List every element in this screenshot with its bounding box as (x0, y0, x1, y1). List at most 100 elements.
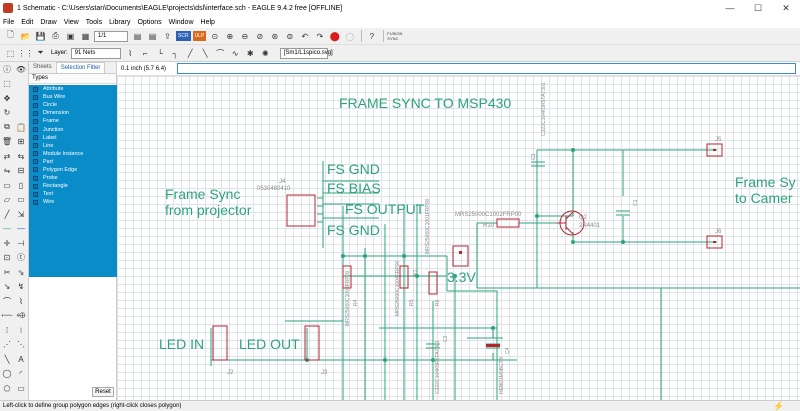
net-class-icon[interactable]: ✱ (246, 48, 254, 58)
bend-2-icon[interactable]: ┐ (172, 48, 179, 58)
net-icon[interactable]: — (3, 224, 11, 234)
redo-icon[interactable]: ↷ (316, 31, 324, 41)
tab-selection-filter[interactable]: Selection Filter (55, 62, 106, 73)
minimize-button[interactable]: — (725, 3, 735, 13)
close-button[interactable]: ✕ (782, 2, 790, 13)
zoom-last-icon[interactable]: ⊜ (286, 31, 294, 41)
help-icon[interactable]: ? (369, 31, 375, 41)
open-folder-icon[interactable]: 📂 (20, 31, 31, 41)
resistor-r10[interactable] (496, 218, 520, 228)
miter-tool-icon[interactable]: ⌒ (3, 296, 11, 306)
menu-view[interactable]: View (63, 18, 79, 26)
net-label-frame-sync-from[interactable]: Frame Sync (165, 186, 240, 202)
attribute-icon[interactable]: ⊡ (3, 253, 11, 263)
checkbox[interactable] (33, 110, 38, 116)
value-icon[interactable]: ▭ (3, 180, 11, 190)
circle-icon[interactable]: ◯ (2, 369, 12, 379)
menu-window[interactable]: Window (168, 18, 194, 26)
maximize-button[interactable]: ☐ (753, 2, 763, 13)
filter-attribute[interactable]: Attribute (29, 85, 117, 93)
menu-edit[interactable]: Edit (21, 18, 34, 26)
settings-icon[interactable]: ✺ (261, 48, 269, 58)
paste2-icon[interactable]: ▭ (17, 195, 25, 205)
checkbox[interactable] (33, 183, 38, 189)
copy-icon[interactable]: ⧉ (4, 122, 10, 132)
filter-text[interactable]: Text (29, 190, 117, 198)
menu-tools[interactable]: Tools (85, 18, 103, 26)
select-icon[interactable]: ⬚ (6, 48, 15, 58)
wire-tool-icon[interactable]: ╱ (4, 209, 10, 219)
sheet-selector[interactable]: 1/1 (94, 30, 128, 42)
filter-dimension[interactable]: Dimension (29, 109, 117, 117)
change-icon[interactable]: ▱ (3, 195, 11, 205)
checkbox[interactable] (33, 175, 38, 181)
paste-icon[interactable]: 📋 (16, 122, 26, 132)
filter-bus-wire[interactable]: Bus Wire (29, 93, 117, 101)
upload-icon[interactable]: ⇪ (164, 31, 171, 41)
ulp-button[interactable]: ULP (192, 31, 207, 41)
split-icon[interactable]: ✂ (3, 267, 11, 277)
optimize-icon[interactable]: ⌇ (19, 296, 23, 306)
board-icon[interactable]: ▦ (81, 31, 90, 41)
command-input[interactable] (177, 63, 796, 74)
smash-icon[interactable]: ▯ (18, 180, 24, 190)
resistor-r6[interactable] (428, 271, 438, 295)
go-icon[interactable]: ◯ (345, 31, 355, 41)
menu-options[interactable]: Options (137, 18, 162, 26)
bus-icon[interactable]: — (17, 224, 25, 234)
script-button[interactable]: SCR (176, 31, 191, 41)
fusion-sync-button[interactable]: FUSION SYNC (387, 31, 403, 41)
zoom-out-icon[interactable]: ⊖ (241, 31, 249, 41)
checkbox[interactable] (33, 135, 38, 141)
reset-button[interactable]: Reset (92, 387, 114, 397)
checkbox[interactable] (33, 102, 38, 108)
wire-bend-icon[interactable]: ⌇ (128, 48, 133, 58)
net-label-to-camera[interactable]: to Camer (735, 190, 793, 206)
zoom-select-icon[interactable]: ⊘ (256, 31, 264, 41)
show-icon[interactable]: 👁 (15, 64, 27, 74)
menu-file[interactable]: File (3, 18, 15, 26)
select-tool-icon[interactable]: ⬚ (3, 79, 11, 89)
polygon-icon[interactable]: ⋰ (3, 340, 11, 350)
zoom-redraw-icon[interactable]: ⊛ (271, 31, 279, 41)
bend-4-icon[interactable]: ╲ (202, 48, 208, 58)
group-icon[interactable]: ⬳ (1, 310, 13, 320)
name-icon[interactable]: ⊟ (17, 166, 25, 176)
replace-icon[interactable]: ⇄ (3, 151, 11, 161)
miter-icon[interactable]: ⌐ (142, 48, 148, 58)
save-icon[interactable]: 💾 (35, 31, 46, 41)
rotate-icon[interactable]: ↻ (3, 108, 11, 118)
layer-select[interactable]: 91 Nets (70, 47, 121, 59)
lightning-icon[interactable]: ⚡ (773, 400, 785, 411)
zoom-in-icon[interactable]: ⊕ (226, 31, 234, 41)
text-tool-icon[interactable]: ⓣ (17, 253, 25, 263)
bend-5-icon[interactable]: ⌒ (216, 48, 225, 58)
resistor-r5[interactable] (399, 265, 409, 289)
invoke-icon[interactable]: ↘ (3, 282, 11, 292)
checkbox[interactable] (33, 143, 38, 149)
sheet-add2-icon[interactable]: ▤ (148, 31, 157, 41)
checkbox[interactable] (33, 199, 38, 205)
route-icon[interactable]: ⇘ (17, 267, 25, 277)
checkbox[interactable] (33, 94, 38, 100)
mirror-icon[interactable] (15, 107, 27, 119)
filter-line[interactable]: Line (29, 142, 117, 150)
dimension-icon[interactable]: ⁝ (19, 325, 23, 335)
filter-part[interactable]: Part (29, 158, 117, 166)
filter-frame[interactable]: Frame (29, 117, 117, 125)
junction-icon[interactable]: ✛ (3, 238, 11, 248)
polygon-shape-icon[interactable]: ⬠ (3, 383, 11, 393)
filter-junction[interactable]: Junction (29, 125, 117, 133)
checkbox[interactable] (33, 127, 38, 133)
arc-icon[interactable]: ◜ (19, 369, 23, 379)
connector-j6[interactable] (706, 235, 723, 249)
filter-module-instance[interactable]: Module Instance (29, 150, 117, 158)
net-label-fs-gnd[interactable]: FS GND (327, 161, 380, 177)
erc-icon[interactable]: ↯ (17, 282, 25, 292)
resistor-r4[interactable] (342, 265, 352, 289)
filter-rectangle[interactable]: Rectangle (29, 182, 117, 190)
connector-j4[interactable] (286, 194, 316, 227)
checkbox[interactable] (33, 86, 38, 92)
checkbox[interactable] (33, 159, 38, 165)
power-3v3-symbol[interactable] (452, 245, 469, 267)
